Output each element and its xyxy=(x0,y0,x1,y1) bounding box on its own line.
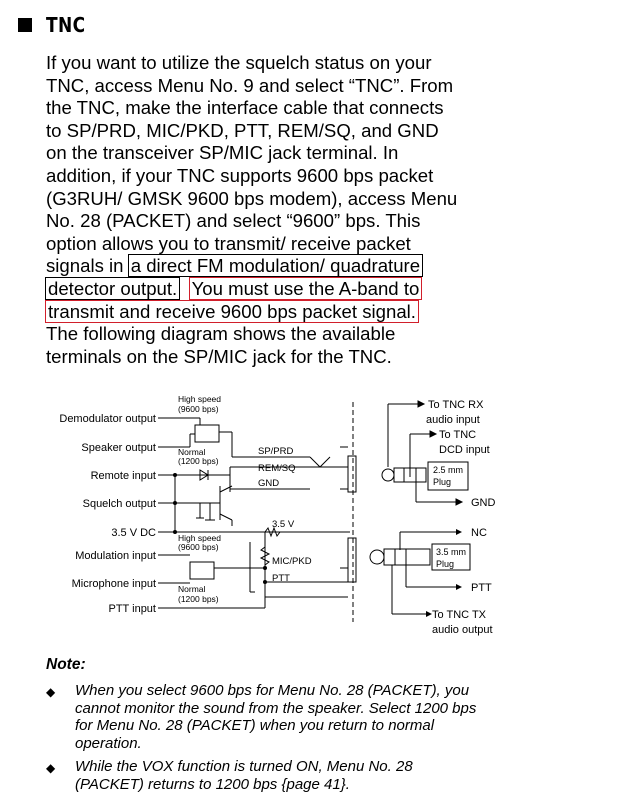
label-plug-2: Plug xyxy=(436,559,454,569)
label-plug-3.5mm: 3.5 mm xyxy=(436,547,466,557)
label-ptt-input: PTT input xyxy=(109,603,157,615)
label-sp-prd: SP/PRD xyxy=(258,446,294,457)
label-gnd-pin: GND xyxy=(258,478,279,489)
label-9600bps-2: (9600 bps) xyxy=(178,542,219,552)
label-modulation-input: Modulation input xyxy=(75,550,156,562)
label-audio-output: audio output xyxy=(432,624,493,636)
label-normal: Normal xyxy=(178,447,206,457)
label-plug: Plug xyxy=(433,477,451,487)
paragraph-line: No. 28 (PACKET) and select “9600” bps. T… xyxy=(46,210,421,232)
note-line: (PACKET) returns to 1200 bps {page 41}. xyxy=(75,775,350,793)
diagram-svg: High speed (9600 bps) Normal (1200 bps) … xyxy=(59,394,496,636)
note-line: While the VOX function is turned ON, Men… xyxy=(75,758,413,775)
paragraph-line: on the transceiver SP/MIC jack terminal.… xyxy=(46,142,399,164)
note-line: When you select 9600 bps for Menu No. 28… xyxy=(75,682,470,699)
label-1200bps-2: (1200 bps) xyxy=(178,594,219,604)
label-to-tnc: To TNC xyxy=(439,429,476,441)
note-item: ◆ While the VOX function is turned ON, M… xyxy=(46,758,526,793)
label-microphone-input: Microphone input xyxy=(72,578,156,590)
label-mic-pkd: MIC/PKD xyxy=(272,556,312,567)
highlight-box-red: You must use the A-band to xyxy=(188,276,423,300)
paragraph-line: detector output. You must use the A-band… xyxy=(44,276,516,301)
label-speaker-output: Speaker output xyxy=(81,442,156,454)
label-nc: NC xyxy=(471,527,487,539)
highlight-box-red: transmit and receive 9600 bps packet sig… xyxy=(45,299,419,323)
label-remote-input: Remote input xyxy=(91,470,156,482)
highlight-box-black: detector output. xyxy=(44,276,181,300)
paragraph-line: the TNC, make the interface cable that c… xyxy=(46,97,444,119)
label-high-speed-2: High speed xyxy=(178,533,221,543)
paragraph-line: terminals on the SP/MIC jack for the TNC… xyxy=(46,345,392,367)
diamond-bullet-icon: ◆ xyxy=(46,761,56,775)
label-audio-input: audio input xyxy=(426,414,480,426)
paragraph-line: option allows you to transmit/ receive p… xyxy=(46,232,411,254)
note-text: While the VOX function is turned ON, Men… xyxy=(75,758,526,793)
note-title: Note: xyxy=(46,656,86,673)
section-heading: TNC xyxy=(18,10,93,40)
note-line: cannot monitor the sound from the speake… xyxy=(75,699,477,717)
note-line: for Menu No. 28 (PACKET) when you return… xyxy=(75,717,435,735)
body-paragraph: If you want to utilize the squelch statu… xyxy=(44,52,516,368)
label-squelch-output: Squelch output xyxy=(83,498,156,510)
label-normal-2: Normal xyxy=(178,584,206,594)
tnc-wiring-diagram: High speed (9600 bps) Normal (1200 bps) … xyxy=(40,392,520,642)
label-demodulator-output: Demodulator output xyxy=(59,413,156,425)
paragraph-line: transmit and receive 9600 bps packet sig… xyxy=(45,299,516,324)
paragraph-line: TNC, access Menu No. 9 and select “TNC”.… xyxy=(46,74,454,96)
label-3.5v: 3.5 V xyxy=(272,519,295,530)
note-text: When you select 9600 bps for Menu No. 28… xyxy=(75,682,526,752)
heading-title: TNC xyxy=(46,13,86,37)
paragraph-line: signals in a direct FM modulation/ quadr… xyxy=(46,254,516,278)
label-ptt-pin: PTT xyxy=(272,573,290,584)
label-9600bps: (9600 bps) xyxy=(178,404,219,414)
note-item: ◆ When you select 9600 bps for Menu No. … xyxy=(46,682,526,752)
label-to-tnc-tx: To TNC TX xyxy=(432,609,487,621)
paragraph-line: addition, if your TNC supports 9600 bps … xyxy=(46,164,434,186)
paragraph-line: If you want to utilize the squelch statu… xyxy=(46,52,432,73)
heading-bullet-square xyxy=(18,18,32,32)
diamond-bullet-icon: ◆ xyxy=(46,685,56,699)
label-1200bps: (1200 bps) xyxy=(178,456,219,466)
paragraph-line: The following diagram shows the availabl… xyxy=(46,323,396,345)
label-rem-sq: REM/SQ xyxy=(258,463,295,474)
paragraph-line: (G3RUH/ GMSK 9600 bps modem), access Men… xyxy=(46,187,458,209)
label-to-tnc-rx: To TNC RX xyxy=(428,399,484,411)
label-plug-2.5mm: 2.5 mm xyxy=(433,465,463,475)
note-line: operation. xyxy=(75,734,142,752)
label-high-speed: High speed xyxy=(178,394,221,404)
highlight-box-black: a direct FM modulation/ quadrature xyxy=(127,254,424,278)
label-dcd-input: DCD input xyxy=(439,444,490,456)
label-3.5v-dc: 3.5 V DC xyxy=(111,527,156,539)
label-ptt-out: PTT xyxy=(471,582,492,594)
line-text: signals in xyxy=(46,255,129,277)
label-gnd-out: GND xyxy=(471,497,496,509)
paragraph-line: to SP/PRD, MIC/PKD, PTT, REM/SQ, and GND xyxy=(46,119,439,141)
